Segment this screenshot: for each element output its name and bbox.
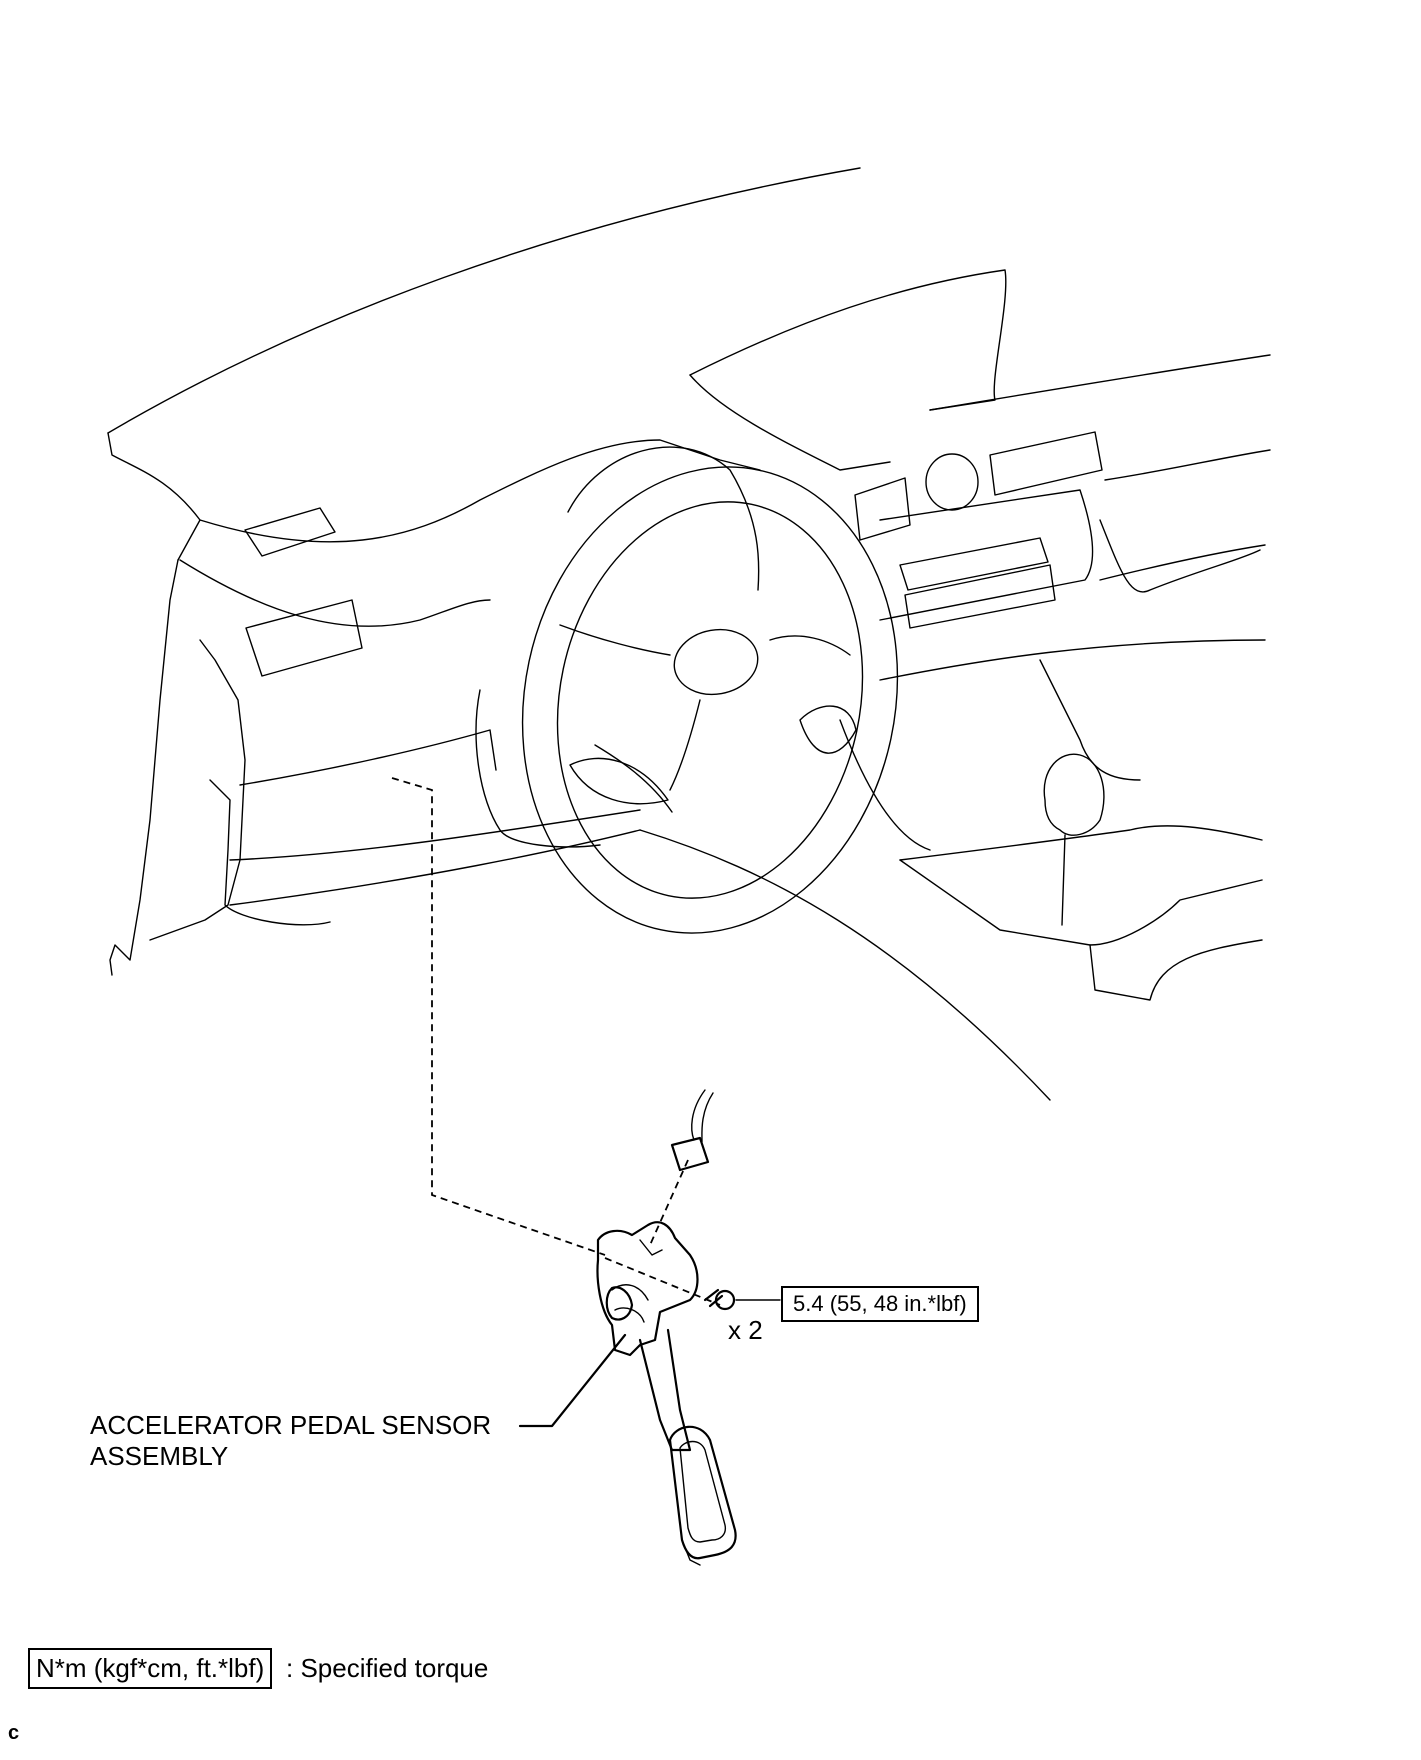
pedal-bracket: [596, 1221, 699, 1357]
gear-shifter-boot: [1061, 834, 1066, 926]
steering-wheel-inner: [556, 501, 864, 899]
instrument-hood: [567, 446, 760, 591]
wire-harness: [691, 1089, 714, 1143]
corner-mark: c: [8, 1722, 20, 1744]
legend-unit-box: N*m (kgf*cm, ft.*lbf): [28, 1648, 273, 1689]
windshield-edge: [107, 167, 861, 434]
upper-panel-edge: [689, 374, 891, 471]
console-body: [899, 825, 1263, 861]
center-stack-outline: [879, 489, 1094, 621]
part-label-leader: [518, 1333, 627, 1428]
column-shroud: [475, 689, 601, 848]
console-side: [1089, 939, 1263, 1001]
right-dash-mid: [1104, 449, 1271, 481]
climate-panel: [904, 564, 1056, 629]
left-pillar-inner: [149, 639, 246, 941]
harness-connector: [670, 1136, 710, 1172]
center-vent-left: [854, 477, 911, 541]
console-edge: [1039, 659, 1141, 781]
lower-dash: [239, 729, 497, 786]
left-vent: [245, 599, 363, 677]
gear-shifter-knob: [1043, 753, 1105, 836]
pedal-pad-side: [681, 1539, 701, 1566]
pedal-pad-inner: [679, 1440, 727, 1543]
dash-lower-contour: [179, 559, 491, 627]
center-vent-right: [989, 431, 1103, 496]
left-pillar: [109, 559, 179, 976]
steering-wheel-outer: [521, 466, 899, 934]
location-leader-dashed: [391, 777, 606, 1256]
floor-sweep: [639, 829, 1051, 1101]
part-label-line1: ACCELERATOR PEDAL SENSOR: [90, 1410, 492, 1440]
legend-description: : Specified torque: [286, 1653, 489, 1683]
center-console-line: [879, 639, 1266, 681]
floor-line: [229, 829, 641, 906]
torque-spec-value: 5.4 (55, 48 in.*lbf): [793, 1291, 967, 1316]
console-front: [899, 859, 1263, 946]
center-clock: [925, 453, 979, 511]
spoke-cutout-right: [799, 705, 857, 754]
bolt-quantity: x 2: [728, 1315, 763, 1345]
right-dash-top: [929, 354, 1271, 411]
bracket-detail: [611, 1239, 663, 1323]
torque-spec-box: 5.4 (55, 48 in.*lbf): [781, 1286, 979, 1322]
dash-upper-contour: [199, 439, 761, 543]
spoke-cutout-left: [569, 757, 669, 805]
floor-sweep-2: [839, 719, 931, 851]
part-label-line2: ASSEMBLY: [90, 1440, 229, 1471]
dashboard-top: [107, 432, 201, 561]
right-dash-curve: [1099, 519, 1261, 593]
pedal-arm: [638, 1328, 692, 1452]
steering-spokes: [559, 624, 851, 813]
part-label: ACCELERATOR PEDAL SENSOR ASSEMBLY: [90, 1410, 491, 1471]
bolt-head: [714, 1289, 736, 1311]
left-lower-trim: [209, 779, 331, 926]
steering-hub: [673, 628, 759, 696]
upper-panel: [689, 269, 1007, 411]
left-vent-top: [244, 507, 336, 557]
sensor-body: [605, 1286, 634, 1321]
radio-panel: [899, 537, 1049, 591]
connector-dashed: [649, 1159, 689, 1246]
right-dash-lower: [1099, 544, 1266, 581]
knee-panel: [229, 809, 641, 861]
bolt-dashed: [604, 1257, 721, 1306]
